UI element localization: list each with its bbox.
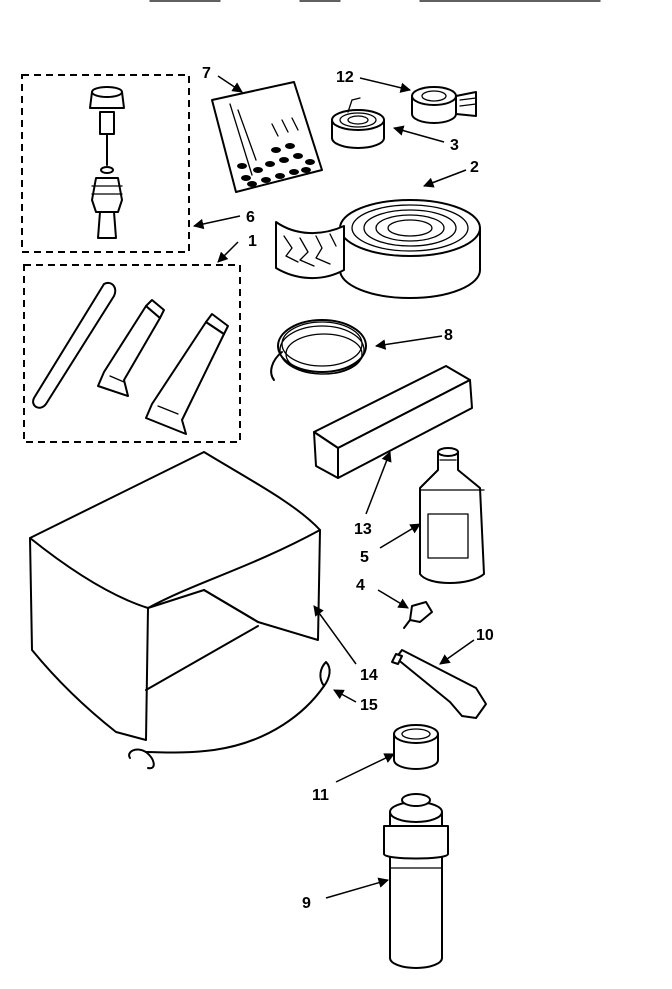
ring xyxy=(393,724,439,770)
callout-7: 7 xyxy=(202,65,211,82)
nozzle xyxy=(403,601,433,629)
foam-block xyxy=(313,365,473,479)
cover xyxy=(29,451,321,741)
spray-can xyxy=(383,793,449,969)
callout-6: 6 xyxy=(246,209,255,226)
callout-15: 15 xyxy=(360,697,378,714)
dashed-box-6 xyxy=(21,74,190,253)
callout-11: 11 xyxy=(312,787,329,804)
leader-lines xyxy=(192,75,475,899)
valve-fitting-group xyxy=(21,74,190,253)
tube-kit-group xyxy=(23,264,241,443)
callout-2: 2 xyxy=(470,159,479,176)
tape-roll-small xyxy=(411,86,477,124)
callout-3: 3 xyxy=(450,137,459,154)
callout-14: 14 xyxy=(360,667,378,684)
large-coil xyxy=(275,199,481,299)
wire-coil xyxy=(270,319,367,381)
callout-9: 9 xyxy=(302,895,311,912)
small-tube xyxy=(391,649,487,719)
bottle xyxy=(419,447,485,584)
callouts: 7 12 3 2 6 1 8 13 5 4 10 14 15 11 9 xyxy=(202,65,494,912)
callout-12: 12 xyxy=(336,69,354,86)
callout-5: 5 xyxy=(360,549,369,566)
callout-10: 10 xyxy=(476,627,494,644)
callout-8: 8 xyxy=(444,327,453,344)
callout-13: 13 xyxy=(354,521,372,538)
small-coil xyxy=(331,97,385,149)
fastener-bag xyxy=(211,81,323,193)
callout-1: 1 xyxy=(248,233,257,250)
callout-4: 4 xyxy=(356,577,365,594)
cord xyxy=(128,661,331,770)
dashed-box-1 xyxy=(23,264,241,443)
